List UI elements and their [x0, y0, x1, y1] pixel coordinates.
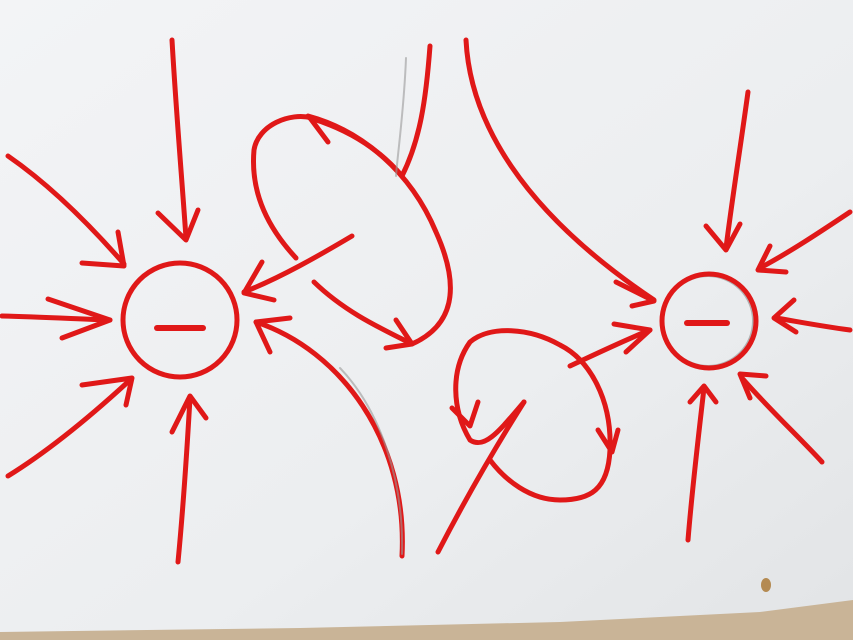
arrow-right-upper-left — [463, 37, 657, 309]
left-charge — [120, 260, 240, 380]
arrow-right-bottom-right — [737, 371, 825, 465]
arrow-left-east-upper — [241, 233, 355, 303]
arrow-left-bottom-left — [5, 375, 135, 479]
right-charge — [659, 271, 759, 371]
arrow-right-bottom — [685, 383, 719, 543]
middle-loop-lower — [435, 328, 621, 555]
pencil-guides — [339, 57, 407, 555]
right-charge-circle — [659, 271, 759, 371]
arrow-right-top-right — [755, 209, 853, 275]
arrow-right-east — [771, 297, 853, 335]
left-inward-arrows — [0, 37, 405, 565]
arrow-left-bottom — [169, 393, 209, 565]
arrow-left-top — [155, 37, 201, 243]
right-inward-arrows — [463, 37, 853, 543]
arrow-left-west — [0, 296, 113, 341]
left-charge-circle — [120, 260, 240, 380]
arrow-right-top — [703, 89, 751, 253]
paper-stain — [761, 578, 771, 592]
middle-loop-upper — [250, 43, 453, 351]
arrow-left-top-left — [5, 153, 127, 269]
